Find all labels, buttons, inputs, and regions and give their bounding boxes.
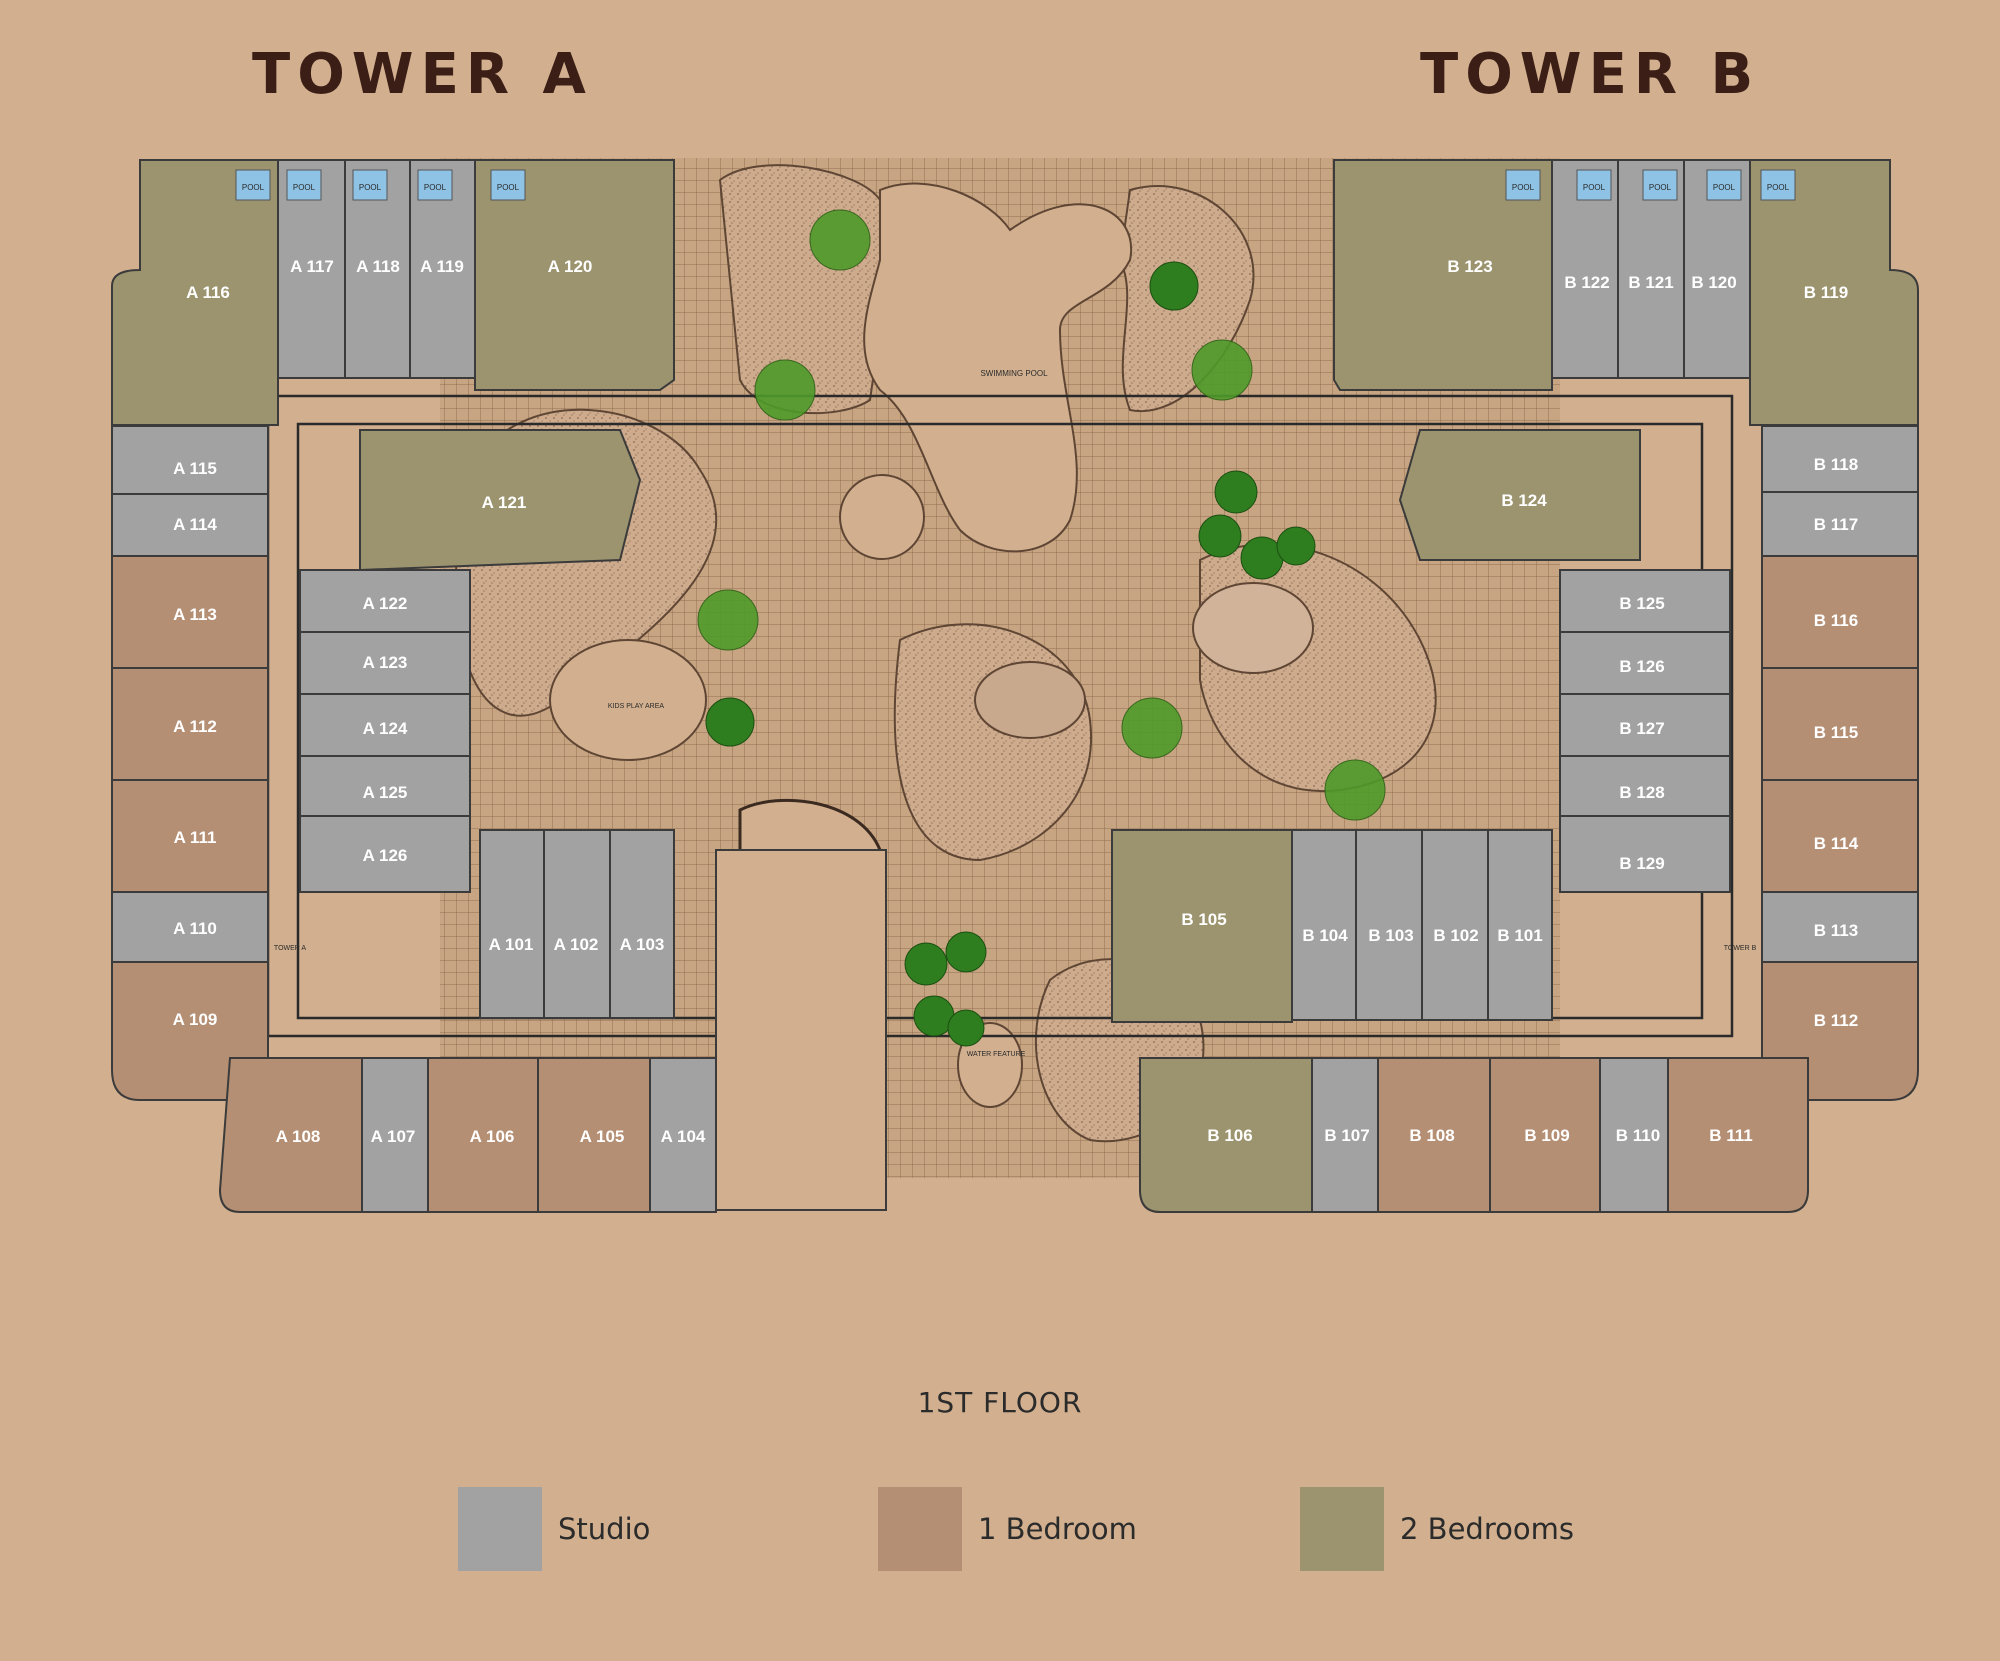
unit-label: B 107 <box>1324 1126 1369 1145</box>
tower-b-units <box>1111 159 1919 1213</box>
unit-label: A 122 <box>363 594 408 613</box>
unit-label: B 119 <box>1804 283 1848 302</box>
unit-label: B 117 <box>1814 515 1858 534</box>
unit-label: A 121 <box>482 493 527 512</box>
unit-label: A 116 <box>186 283 230 302</box>
pool-tag: POOL <box>1767 183 1790 192</box>
unit-label: A 119 <box>420 257 464 276</box>
legend-swatch-1-bedroom <box>878 1487 962 1571</box>
unit-label: B 129 <box>1619 854 1664 873</box>
tower-b-core-label: TOWER B <box>1724 945 1757 952</box>
pool-tag: POOL <box>359 183 382 192</box>
floor-label: 1ST FLOOR <box>917 1386 1083 1419</box>
unit-label: A 108 <box>276 1127 321 1146</box>
tower-b-title: TOWER B <box>1420 42 1761 107</box>
unit-label: B 116 <box>1814 611 1858 630</box>
unit-label: A 101 <box>489 935 534 954</box>
unit-label: B 126 <box>1619 657 1664 676</box>
unit-label: B 118 <box>1814 455 1858 474</box>
legend-label-studio: Studio <box>558 1512 651 1546</box>
swimming-pool-label: SWIMMING POOL <box>980 369 1048 378</box>
unit-label: A 125 <box>363 783 408 802</box>
unit-label: B 120 <box>1691 273 1736 292</box>
unit-label: A 103 <box>620 935 665 954</box>
unit-label: B 109 <box>1524 1126 1569 1145</box>
pool-tag: POOL <box>293 183 316 192</box>
unit-label: A 105 <box>580 1127 625 1146</box>
legend-label-1-bedroom: 1 Bedroom <box>978 1512 1137 1546</box>
unit-label: A 106 <box>470 1127 515 1146</box>
unit-label: B 114 <box>1814 834 1859 853</box>
unit-label: A 117 <box>290 257 334 276</box>
unit-label: B 101 <box>1497 926 1542 945</box>
pool-tags: POOL POOL POOL POOL POOL POOL POOL POOL … <box>235 169 1796 201</box>
pool-tag: POOL <box>1583 183 1606 192</box>
unit-label: B 111 <box>1709 1126 1753 1145</box>
unit-label: A 120 <box>548 257 593 276</box>
unit-label: A 118 <box>356 257 400 276</box>
unit-labels: A 116 A 117 A 118 A 119 A 120 A 115 A 11… <box>173 257 1859 1146</box>
unit-label: B 115 <box>1814 723 1858 742</box>
unit-label: B 104 <box>1302 926 1348 945</box>
unit-label: B 103 <box>1368 926 1413 945</box>
unit-label: B 123 <box>1447 257 1492 276</box>
legend-label-2-bedrooms: 2 Bedrooms <box>1400 1512 1574 1546</box>
unit-label: B 105 <box>1181 910 1226 929</box>
unit-label: B 122 <box>1564 273 1609 292</box>
unit-label: A 115 <box>173 459 217 478</box>
unit-label: A 124 <box>363 719 408 738</box>
pool-tag: POOL <box>424 183 447 192</box>
pool-tag: POOL <box>1512 183 1535 192</box>
unit-label: B 121 <box>1628 273 1673 292</box>
pool-tag: POOL <box>242 183 265 192</box>
pool-tag: POOL <box>497 183 520 192</box>
unit-label: B 112 <box>1814 1011 1858 1030</box>
unit-label: B 124 <box>1501 491 1547 510</box>
tower-a-core-label: TOWER A <box>274 945 306 952</box>
unit-label: B 106 <box>1207 1126 1252 1145</box>
unit-label: A 110 <box>173 919 217 938</box>
unit-label: A 109 <box>173 1010 218 1029</box>
unit-label: B 128 <box>1619 783 1664 802</box>
tower-a-units <box>111 159 887 1213</box>
shrubs <box>705 261 1316 1047</box>
palm-trees <box>697 209 1386 821</box>
unit-label: B 110 <box>1616 1126 1660 1145</box>
unit-label: B 125 <box>1619 594 1664 613</box>
kids-play-area-label: KIDS PLAY AREA <box>608 703 664 710</box>
unit-label: A 104 <box>661 1127 706 1146</box>
tower-a-title: TOWER A <box>252 42 593 107</box>
unit-label: A 112 <box>173 717 217 736</box>
legend-swatch-studio <box>458 1487 542 1571</box>
unit-label: B 113 <box>1814 921 1858 940</box>
legend-item-studio: Studio <box>458 1487 650 1571</box>
water-feature-label: WATER FEATURE <box>967 1051 1026 1058</box>
pool-tag: POOL <box>1713 183 1736 192</box>
legend-swatch-2-bedrooms <box>1300 1487 1384 1571</box>
pool-tag: POOL <box>1649 183 1672 192</box>
unit-label: A 126 <box>363 846 408 865</box>
unit-label: B 108 <box>1409 1126 1454 1145</box>
unit-label: A 102 <box>554 935 599 954</box>
legend-item-2-bedrooms: 2 Bedrooms <box>1300 1487 1574 1571</box>
unit-label: A 114 <box>173 515 217 534</box>
legend-item-1-bedroom: 1 Bedroom <box>878 1487 1137 1571</box>
unit-label: A 107 <box>371 1127 416 1146</box>
unit-label: A 113 <box>173 605 217 624</box>
unit-label: A 111 <box>174 828 217 847</box>
unit-label: A 123 <box>363 653 408 672</box>
unit-label: B 102 <box>1433 926 1478 945</box>
unit-label: B 127 <box>1619 719 1664 738</box>
